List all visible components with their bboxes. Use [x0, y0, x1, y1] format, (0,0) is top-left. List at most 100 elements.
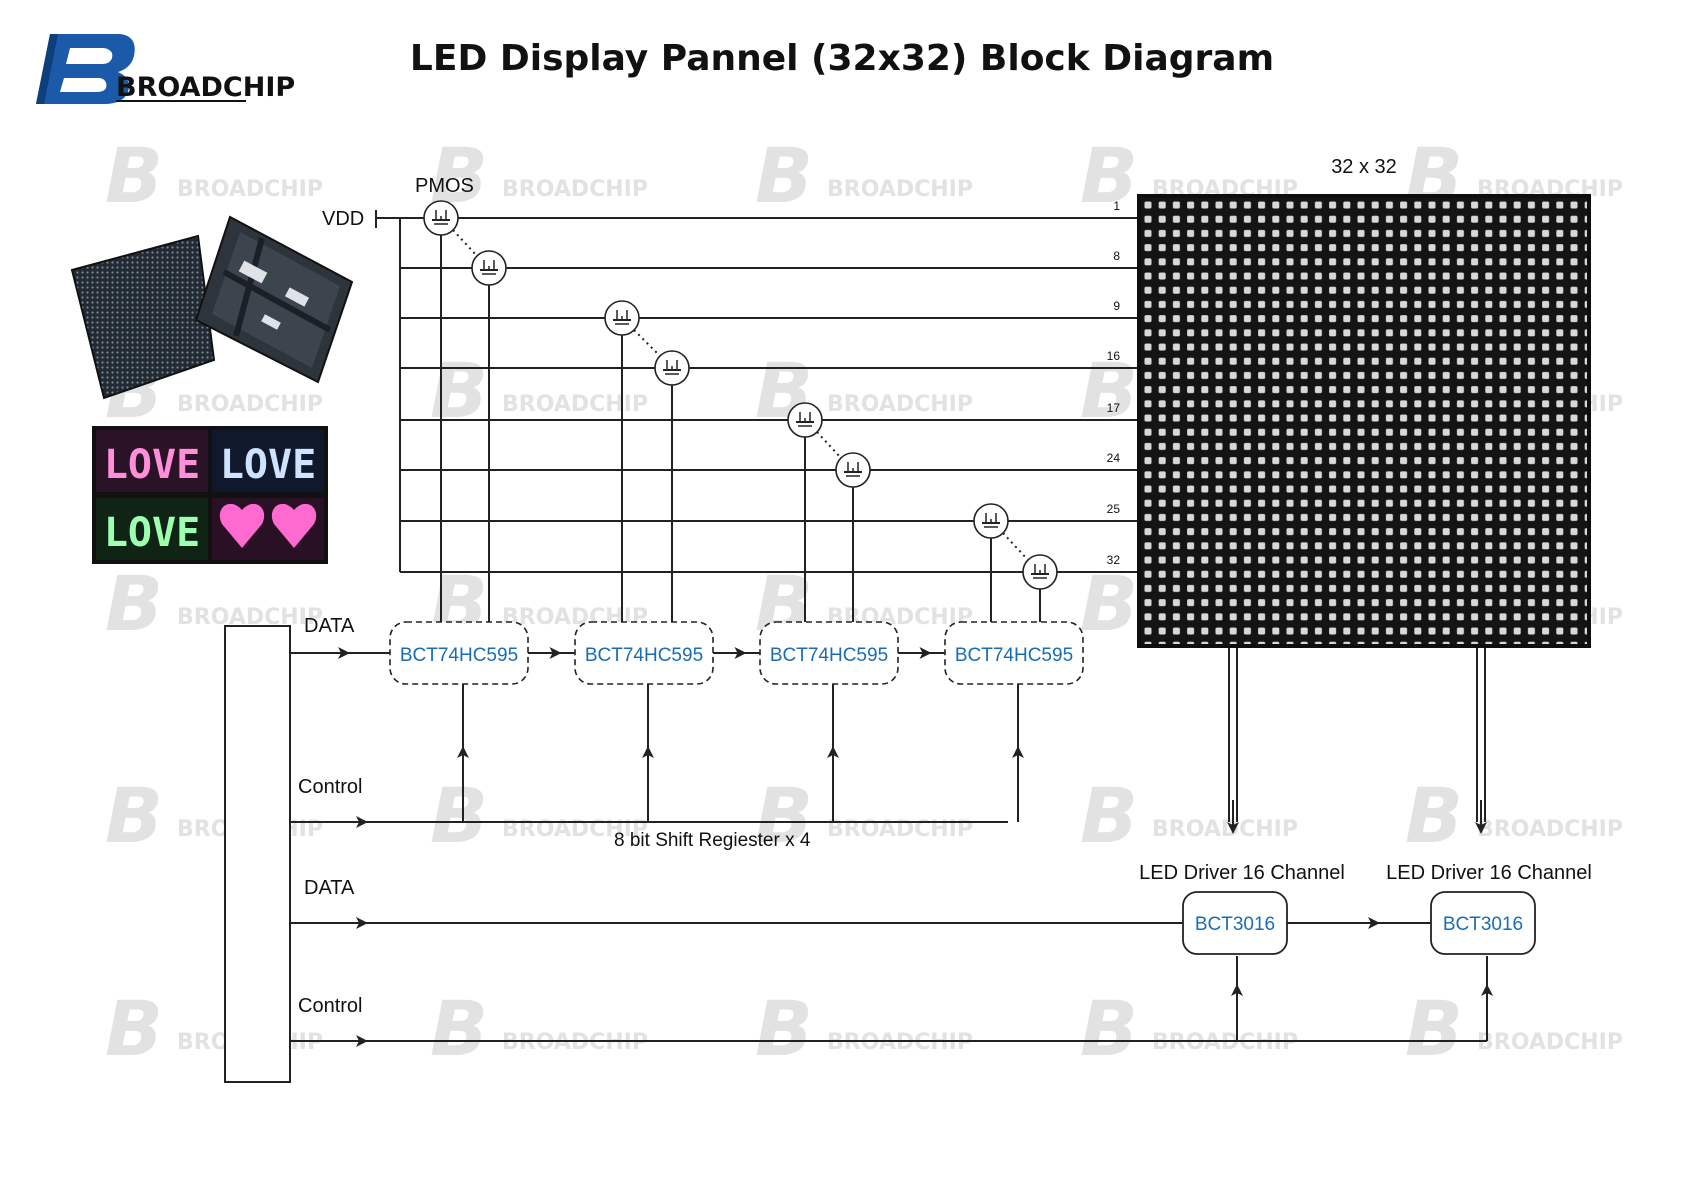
watermark-letter: B — [430, 771, 488, 860]
data-bottom-label: DATA — [304, 877, 355, 899]
watermark-letter: B — [105, 771, 163, 860]
page-title: LED Display Pannel (32x32) Block Diagram — [409, 38, 1275, 79]
watermark: B BROADCHIP — [1080, 984, 1298, 1073]
row-lines — [376, 217, 1137, 573]
row-number-label: 17 — [1107, 401, 1121, 415]
matrix-size-label: 32 x 32 — [1331, 156, 1397, 178]
panel-photo — [70, 215, 354, 400]
watermark-letter: B — [1080, 984, 1138, 1073]
pmos-transistor-icon — [835, 452, 871, 488]
row-number-label: 32 — [1107, 553, 1121, 567]
shift-register-box — [389, 621, 529, 685]
pmos-transistor-icon — [471, 250, 507, 286]
watermark: B BROADCHIP — [1405, 984, 1623, 1073]
watermark-text: BROADCHIP — [177, 177, 323, 202]
shift-register-label: BCT74HC595 — [770, 645, 888, 666]
row-number-label: 24 — [1107, 451, 1121, 465]
logo-text: BROADCHIP — [116, 72, 295, 103]
watermark: B BROADCHIP — [755, 984, 973, 1073]
watermark-letter: B — [755, 131, 813, 220]
watermark-text: BROADCHIP — [502, 392, 648, 417]
pmos-transistors — [423, 200, 1058, 622]
signal-wires — [290, 647, 1493, 1047]
driver-label-2: LED Driver 16 Channel — [1386, 862, 1592, 884]
heart-right-icon — [271, 503, 317, 548]
watermark-text: BROADCHIP — [1477, 1030, 1623, 1055]
pmos-transistor-icon — [604, 300, 640, 336]
watermark-letter: B — [1405, 771, 1463, 860]
watermark-letter: B — [430, 984, 488, 1073]
row-number-label: 25 — [1107, 502, 1121, 516]
watermark-letter: B — [755, 984, 813, 1073]
led-drivers: BCT3016 BCT3016 — [1182, 891, 1536, 955]
love-white: LOVE — [220, 442, 316, 488]
row-number-label: 1 — [1113, 199, 1120, 213]
driver-label-1: LED Driver 16 Channel — [1139, 862, 1345, 884]
watermark-text: BROADCHIP — [502, 177, 648, 202]
watermark-text: BROADCHIP — [177, 392, 323, 417]
watermark-letter: B — [105, 559, 163, 648]
heart-left-icon — [219, 503, 265, 548]
watermark-text: BROADCHIP — [827, 1030, 973, 1055]
watermark-text: BROADCHIP — [827, 817, 973, 842]
watermark-text: BROADCHIP — [502, 1030, 648, 1055]
row-number-labels: 1 8 9 16 17 24 25 32 — [1107, 199, 1121, 567]
pmos-transistor-icon — [787, 402, 823, 438]
shift-register-label: BCT74HC595 — [955, 645, 1073, 666]
love-green: LOVE — [104, 510, 200, 556]
pmos-dotted-link — [633, 329, 661, 357]
shift-register-label: BCT74HC595 — [400, 645, 518, 666]
watermark: B BROADCHIP — [430, 346, 648, 435]
watermark-letter: B — [1405, 984, 1463, 1073]
pmos-dotted-link — [1002, 532, 1029, 561]
led-matrix: 32 x 32 — [1137, 156, 1591, 648]
data-top-label: DATA — [304, 615, 355, 637]
watermark-letter: B — [105, 131, 163, 220]
pmos-label: PMOS — [415, 175, 474, 197]
pmos-dotted-link — [816, 431, 842, 459]
watermark-letter: B — [105, 984, 163, 1073]
shift-register-note: 8 bit Shift Regiester x 4 — [614, 830, 811, 851]
pmos-transistor-icon — [654, 350, 690, 386]
shift-register-box — [759, 621, 899, 685]
row-number-label: 8 — [1113, 249, 1120, 263]
pmos-transistor-icon — [973, 503, 1009, 539]
watermark-text: BROADCHIP — [1152, 817, 1298, 842]
watermark-letter: B — [430, 346, 488, 435]
watermark-text: BROADCHIP — [827, 392, 973, 417]
control-top-label: Control — [298, 776, 362, 798]
watermark: B BROADCHIP — [1080, 771, 1298, 860]
watermark-letter: B — [1080, 771, 1138, 860]
controller-block — [224, 625, 291, 1083]
love-photo-grid: LOVE LOVE LOVE — [92, 426, 328, 564]
pmos-dotted-link — [452, 229, 478, 257]
row-number-label: 9 — [1113, 299, 1120, 313]
watermark: B BROADCHIP — [430, 984, 648, 1073]
control-bottom-label: Control — [298, 995, 362, 1017]
pmos-transistor-icon — [423, 200, 459, 236]
broadchip-logo: BROADCHIP — [36, 34, 295, 104]
watermark: B BROADCHIP — [1405, 771, 1623, 860]
shift-register-label: BCT74HC595 — [585, 645, 703, 666]
driver-box — [1430, 891, 1536, 955]
watermark-text: BROADCHIP — [1477, 817, 1623, 842]
watermark-letter: B — [1080, 559, 1138, 648]
watermark: B BROADCHIP — [105, 131, 323, 220]
pmos-transistor-icon — [1022, 554, 1058, 590]
driver-label: BCT3016 — [1195, 914, 1275, 935]
driver-label: BCT3016 — [1443, 914, 1523, 935]
driver-box — [1182, 891, 1288, 955]
watermark-text: BROADCHIP — [1152, 1030, 1298, 1055]
shift-register-box — [944, 621, 1084, 685]
vdd-label: VDD — [322, 208, 364, 230]
watermark-letter: B — [1080, 131, 1138, 220]
shift-register-box — [574, 621, 714, 685]
watermark-letter: B — [755, 771, 813, 860]
row-number-label: 16 — [1107, 349, 1121, 363]
